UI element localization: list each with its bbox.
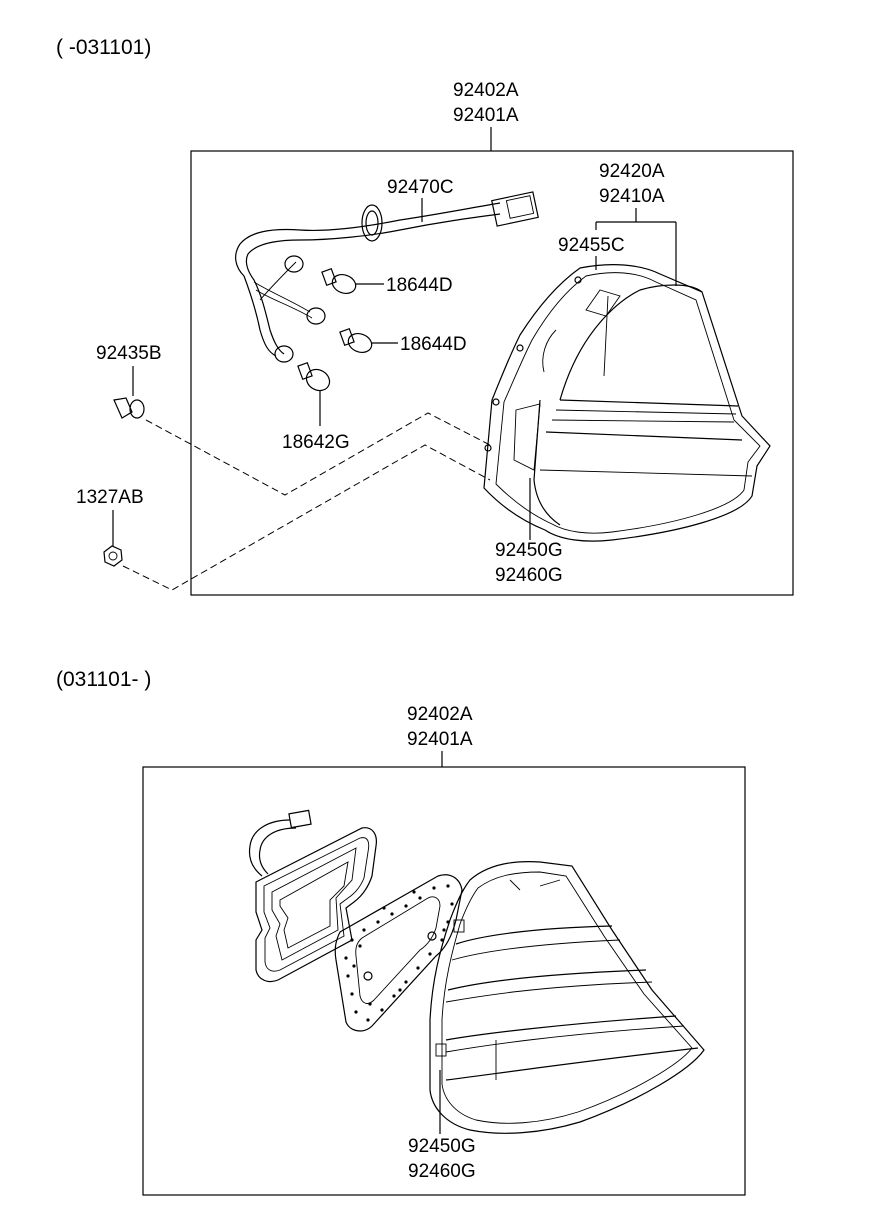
bulb-upper [321, 267, 357, 295]
wiring-harness-label: 92470C [387, 177, 454, 198]
housing-label-bottom: 92460G [408, 1161, 476, 1182]
screw-guide-line [145, 412, 491, 496]
lens-leader-bracket [595, 208, 677, 286]
bulb-middle-label: 18644D [400, 334, 467, 355]
gasket-label: 92455C [558, 235, 625, 256]
assembly-number-bottom: 92401A [453, 105, 519, 126]
lens-label-bottom: 92410A [599, 186, 665, 207]
assembly-number-top: 92402A [407, 704, 473, 725]
bulb-upper-label: 18644D [386, 275, 453, 296]
screw-part [113, 397, 145, 419]
section-pre-031101: ( -031101) 92402A 92401A 92470C [56, 36, 794, 596]
lens-label-top: 92420A [599, 161, 665, 182]
bulb-lower [297, 361, 331, 392]
housing-label-top: 92450G [495, 540, 563, 561]
bulb-middle [339, 327, 373, 354]
date-range-header: ( -031101) [56, 36, 151, 59]
assembly-frame [142, 766, 746, 1196]
assembly-frame [190, 150, 794, 596]
lens-housing [429, 861, 705, 1134]
assembly-number-bottom: 92401A [407, 729, 473, 750]
bulb-holder-board [248, 809, 377, 983]
wiring-harness [235, 191, 539, 363]
housing-label-top: 92450G [408, 1136, 476, 1157]
section-post-031101: (031101- ) 92402A 92401A [56, 668, 746, 1196]
tail-lamp-housing [483, 264, 771, 542]
screw-label: 92435B [96, 343, 162, 364]
nut-part [103, 545, 123, 567]
bulb-lower-label: 18642G [282, 432, 350, 453]
nut-guide-line [122, 444, 491, 591]
assembly-number-top: 92402A [453, 80, 519, 101]
housing-label-bottom: 92460G [495, 565, 563, 586]
nut-label: 1327AB [76, 487, 144, 508]
date-range-header: (031101- ) [56, 668, 151, 691]
perforated-gasket [334, 874, 463, 1032]
